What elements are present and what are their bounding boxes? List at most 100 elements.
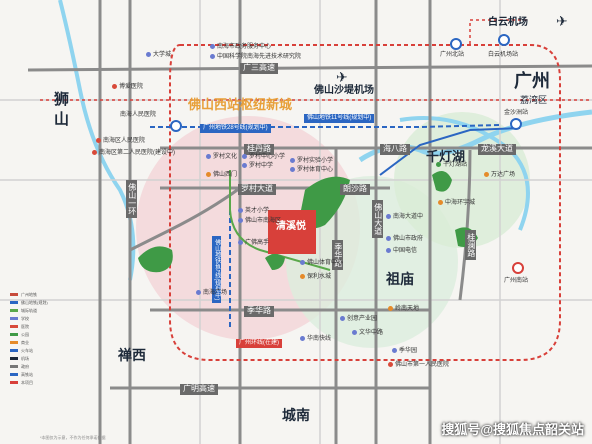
- poi-dot-icon: [352, 330, 357, 335]
- airport-baiyun: 白云机场: [488, 17, 528, 28]
- poi-13: 广佛高手: [238, 240, 269, 246]
- airport-shatibo: 佛山沙堤机场: [314, 85, 374, 96]
- poi-dot-icon: [290, 167, 295, 172]
- airport-link: [469, 19, 530, 44]
- green-line: [229, 170, 331, 271]
- watermark: 搜狐号@搜狐焦点韶关站: [441, 422, 584, 437]
- legend-item-10: 高铁站: [10, 372, 33, 378]
- district-shishan-1: 狮: [54, 91, 70, 108]
- poi-0: 南海市政务服务中心: [210, 44, 271, 50]
- road-guidan: 桂丹路: [244, 144, 274, 155]
- poi-dot-icon: [206, 172, 211, 177]
- district-zumiao: 祖庙: [386, 271, 414, 287]
- park-west: [138, 246, 173, 273]
- plane-icon-baiyun: ✈: [556, 13, 568, 29]
- poi-1: 中国科学院南海先进技术研究院: [210, 54, 301, 60]
- poi-23: 岭南天地: [388, 306, 419, 312]
- legend-item-2: 城际轨道: [10, 308, 37, 314]
- district-chanxi: 禅西: [118, 347, 146, 363]
- district-guangzhou: 广州: [514, 71, 550, 91]
- poi-dot-icon: [386, 214, 391, 219]
- road-jihua: 季华路: [244, 306, 274, 317]
- project-block[interactable]: [268, 210, 316, 254]
- legend-item-9: 政府: [10, 364, 29, 370]
- station-gz-south[interactable]: [512, 262, 524, 274]
- poi-dot-icon: [238, 208, 243, 213]
- poi-24: 佛山体育中心: [300, 260, 343, 266]
- metro-line-11: [379, 127, 521, 176]
- metro-tag-11: 佛山地铁11号线(规划中): [304, 114, 375, 123]
- station-gz-north[interactable]: [450, 38, 462, 50]
- area-title: 佛山西站枢纽新城: [188, 97, 293, 112]
- legend-item-8: 机场: [10, 356, 29, 362]
- poi-16: 大学城: [146, 52, 171, 58]
- poi-28: 季华园: [392, 348, 417, 354]
- poi-27: 创意产业园: [340, 316, 377, 322]
- poi-dot-icon: [300, 274, 305, 279]
- poi-10: 佛山西门: [206, 172, 237, 178]
- poi-6: 罗村中心小学: [242, 154, 285, 160]
- poi-8: 罗村实验小学: [290, 158, 333, 164]
- station-airport[interactable]: [498, 34, 510, 46]
- poi-29: 佛山市第一人民医院: [388, 362, 449, 368]
- poi-dot-icon: [386, 236, 391, 241]
- legend-item-0: 广州地铁: [10, 292, 37, 298]
- station-nanhai-hospital[interactable]: [170, 120, 182, 132]
- river-west: [58, 0, 136, 281]
- project-name[interactable]: 清溪悦: [276, 221, 306, 232]
- poi-dot-icon: [300, 260, 305, 265]
- road-fosha: 佛山大道: [372, 200, 383, 238]
- district-chengnan: 城南: [282, 407, 310, 423]
- poi-12: 佛山市南海区: [238, 218, 281, 224]
- station-jinshazhou[interactable]: [510, 118, 522, 130]
- road-haiba: 海八路: [380, 144, 410, 155]
- legend-item-3: 学校: [10, 316, 29, 322]
- poi-9: 罗村体育中心: [290, 167, 333, 173]
- disclaimer-note: *本图仅为示意，不作为任何承诺依据: [40, 435, 106, 440]
- poi-26: 华南快线: [300, 336, 331, 342]
- poi-11: 英才小学: [238, 208, 269, 214]
- poi-2: 博爱医院: [112, 84, 143, 90]
- poi-7: 罗村中学: [242, 163, 273, 169]
- poi-17: 千灯湖站: [436, 162, 467, 168]
- road-longxiang: 龙溪大道: [478, 144, 516, 155]
- poi-21: 佛山市政府: [386, 236, 423, 242]
- station-label-airport: 白云机场站: [488, 52, 519, 58]
- road-jihua-v: 季华路: [332, 240, 343, 270]
- poi-dot-icon: [96, 138, 101, 143]
- poi-15: 南海广场: [196, 290, 227, 296]
- poi-dot-icon: [92, 150, 97, 155]
- poi-dot-icon: [210, 54, 215, 59]
- road-guilan: 桂澜路: [465, 230, 476, 260]
- park-qiandenghu: [432, 171, 452, 192]
- legend-item-1: 佛山地铁(规划): [10, 300, 48, 306]
- poi-22: 中国电信: [386, 248, 417, 254]
- poi-dot-icon: [484, 172, 489, 177]
- poi-dot-icon: [290, 158, 295, 163]
- poi-5: 罗村文化: [206, 154, 237, 160]
- station-label-nanhai: 南海人民医院: [120, 112, 157, 118]
- poi-dot-icon: [206, 154, 211, 159]
- poi-25: 文华中路: [352, 330, 383, 336]
- poi-dot-icon: [242, 154, 247, 159]
- district-liwan: 荔湾区: [520, 95, 548, 105]
- road-chaonan: 朗沙路: [340, 184, 370, 195]
- poi-dot-icon: [146, 52, 151, 57]
- poi-dot-icon: [392, 348, 397, 353]
- poi-dot-icon: [340, 316, 345, 321]
- poi-dot-icon: [196, 290, 201, 295]
- poi-3: 南海区人民医院: [96, 138, 145, 144]
- poi-dot-icon: [438, 200, 443, 205]
- legend-item-7: 火车站: [10, 348, 33, 354]
- plane-icon-shatibo: ✈: [336, 69, 348, 85]
- station-label-jinshazhou: 金沙洲站: [504, 110, 529, 116]
- legend-item-5: 公园: [10, 332, 29, 338]
- poi-dot-icon: [242, 163, 247, 168]
- legend-item-11: 本项目: [10, 380, 33, 386]
- poi-4: 南海区第二人民医院(建设中): [92, 150, 175, 156]
- road-luocun: 罗村大道: [238, 184, 276, 195]
- metro-tag-4: 佛山地铁4号线(规划中): [212, 236, 221, 304]
- station-label-gz-north: 广州北站: [440, 52, 465, 58]
- district-shishan-2: 山: [54, 111, 70, 128]
